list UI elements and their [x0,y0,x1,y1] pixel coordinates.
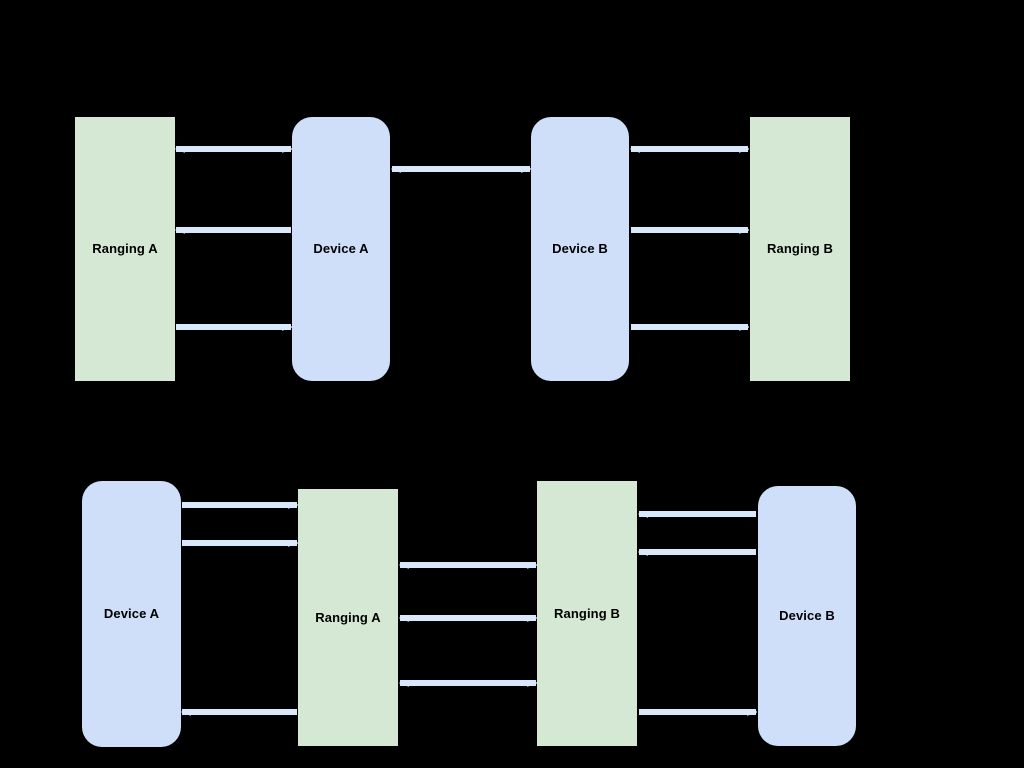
node-label: Ranging A [315,609,381,625]
node-top-ranging-a[interactable]: Ranging A [75,117,175,381]
node-bot-ranging-b[interactable]: Ranging B [537,481,637,746]
node-top-device-b[interactable]: Device B [531,117,629,381]
node-bot-ranging-a[interactable]: Ranging A [298,489,398,746]
node-top-ranging-b[interactable]: Ranging B [750,117,850,381]
node-label: Ranging B [554,605,620,621]
node-label: Device B [779,608,835,624]
node-top-device-a[interactable]: Device A [292,117,390,381]
node-label: Device A [313,241,369,257]
node-label: Device A [103,606,160,622]
node-label: Ranging B [767,241,833,257]
node-label: Device B [552,241,608,257]
node-label: Ranging A [92,241,158,257]
node-bot-device-a[interactable]: Device A [82,481,181,747]
node-bot-device-b[interactable]: Device B [758,486,856,746]
